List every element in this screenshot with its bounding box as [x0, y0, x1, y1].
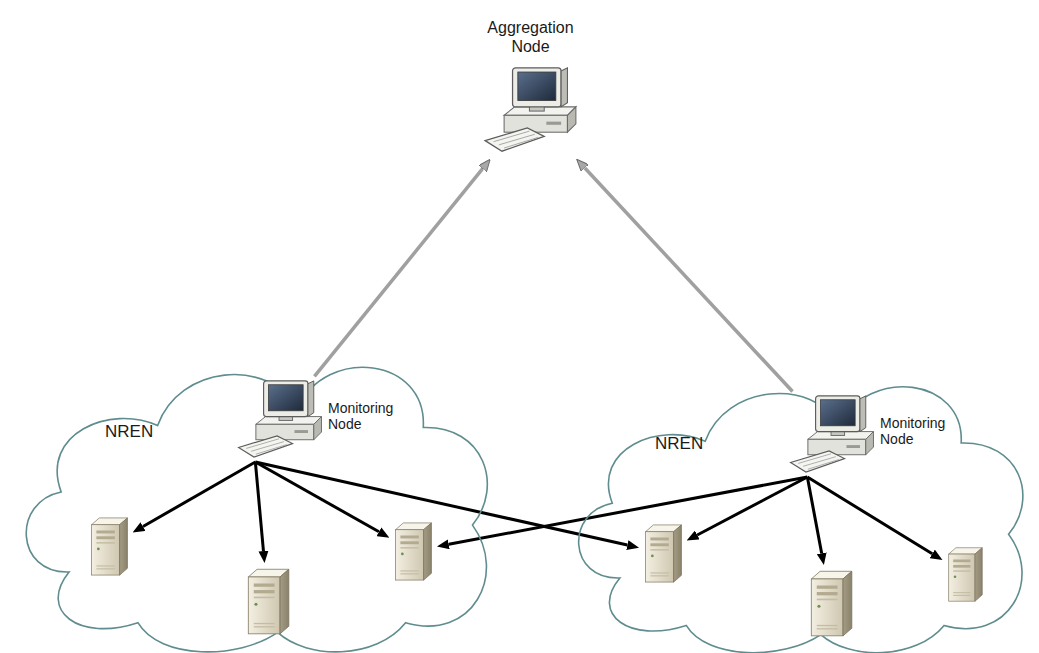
computer-icon — [791, 396, 874, 472]
connector-arrow — [807, 477, 821, 553]
connector-arrow — [449, 477, 808, 544]
server-icon — [92, 518, 128, 575]
computer-icon — [485, 68, 576, 151]
server-icon — [811, 571, 851, 636]
network-label: NREN — [105, 422, 153, 442]
node-label: Monitoring Node — [328, 400, 410, 432]
computer-node: Monitoring Node — [236, 378, 324, 460]
cloud-node: NREN Monitoring Node — [10, 328, 502, 650]
computer-shape — [788, 393, 876, 475]
server-icon — [949, 548, 983, 601]
cloud-outline — [26, 367, 487, 652]
server-node — [88, 515, 130, 577]
connector-arrow — [807, 477, 932, 554]
server-node — [808, 568, 854, 638]
server-shape — [642, 522, 684, 584]
server-node — [245, 566, 291, 636]
connector-arrow — [697, 477, 807, 535]
server-node — [642, 522, 684, 584]
connector-arrow — [255, 462, 627, 545]
connector-arrow — [585, 168, 793, 392]
connector-arrow — [255, 462, 263, 551]
connector-arrow — [143, 462, 255, 526]
network-label: NREN — [655, 434, 703, 454]
computer-shape — [236, 378, 324, 460]
cloud-node: NREN Monitoring Node — [563, 350, 1037, 651]
server-shape — [945, 545, 985, 603]
node-label: Monitoring Node — [880, 415, 962, 447]
computer-node: Monitoring Node — [788, 393, 876, 475]
cloud-outline — [579, 387, 1023, 653]
server-icon — [396, 523, 432, 580]
connector-arrow — [255, 462, 379, 532]
node-label: Aggregation Node — [481, 18, 581, 56]
server-shape — [808, 568, 854, 638]
server-shape — [245, 566, 291, 636]
connector-arrow — [314, 169, 482, 377]
server-node — [392, 520, 434, 582]
computer-icon — [239, 381, 322, 457]
server-node — [945, 545, 985, 603]
server-icon — [646, 525, 682, 582]
server-shape — [392, 520, 434, 582]
cloud-shape — [563, 350, 1037, 651]
server-icon — [248, 569, 288, 634]
computer-node: Aggregation Node — [483, 62, 578, 157]
computer-shape — [483, 62, 578, 157]
server-shape — [88, 515, 130, 577]
